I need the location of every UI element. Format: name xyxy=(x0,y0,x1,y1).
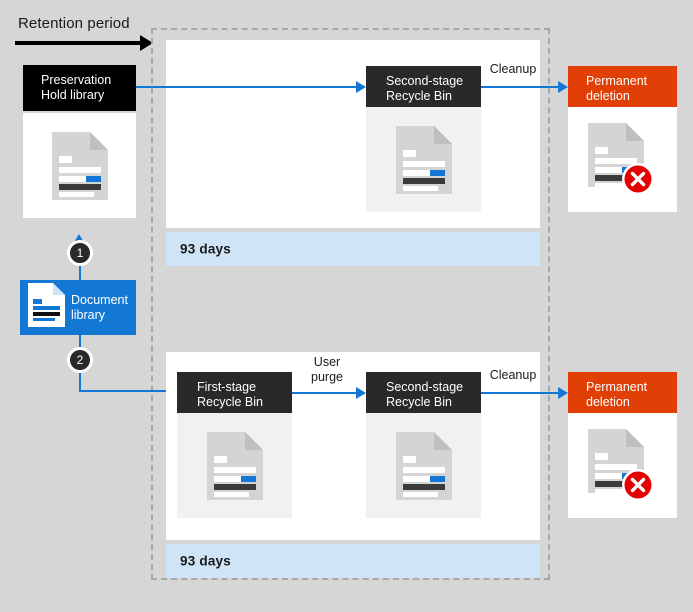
step-marker-2: 2 xyxy=(67,347,93,373)
top-flow-cleanup-arrow-head-icon xyxy=(558,81,568,93)
top-flow-inbound-arrow-line xyxy=(136,86,358,88)
top-flow-inbound-arrow-head-icon xyxy=(356,81,366,93)
permanent-deletion-bottom-body xyxy=(568,413,677,518)
document-icon xyxy=(395,125,452,194)
permanent-deletion-bottom-label: Permanent deletion xyxy=(586,380,648,409)
retention-period-boundary xyxy=(151,28,550,580)
bottom-flow-cleanup-label: Cleanup xyxy=(489,368,537,382)
permanent-deletion-bottom-header[interactable]: Permanent deletion xyxy=(568,372,677,413)
step-marker-2-number: 2 xyxy=(76,353,84,367)
preservation-hold-library-body xyxy=(23,113,136,218)
bottom-flow-user-purge-arrow-head-icon xyxy=(356,387,366,399)
retention-period-arrow-line xyxy=(15,41,143,45)
retention-period-arrow-head-icon xyxy=(140,35,153,51)
document-icon xyxy=(51,131,108,200)
top-flow-duration-label: 93 days xyxy=(180,241,231,257)
second-stage-recycle-bin-top-label: Second-stage Recycle Bin xyxy=(386,74,464,103)
bottom-flow-duration-bar: 93 days xyxy=(166,544,540,578)
top-flow-cleanup-label: Cleanup xyxy=(489,62,537,76)
permanent-deletion-top-header[interactable]: Permanent deletion xyxy=(568,66,677,107)
document-deleted-icon xyxy=(587,122,658,197)
step-marker-1-number: 1 xyxy=(76,246,84,260)
document-library-label: Document library xyxy=(71,292,128,322)
step-1-arrow-head-icon xyxy=(73,234,85,244)
permanent-deletion-top-body xyxy=(568,107,677,212)
first-stage-recycle-bin-label: First-stage Recycle Bin xyxy=(197,380,263,409)
bottom-flow-cleanup-arrow-line xyxy=(481,392,559,394)
preservation-hold-library-label: Preservation Hold library xyxy=(41,73,112,102)
bottom-flow-duration-label: 93 days xyxy=(180,553,231,569)
document-icon xyxy=(206,431,263,500)
bottom-flow-user-purge-arrow-line xyxy=(292,392,358,394)
second-stage-recycle-bin-bottom-body xyxy=(366,413,481,518)
step-marker-1: 1 xyxy=(67,240,93,266)
document-deleted-icon xyxy=(587,428,658,503)
document-icon xyxy=(395,431,452,500)
second-stage-recycle-bin-top-header[interactable]: Second-stage Recycle Bin xyxy=(366,66,481,107)
document-library-icon xyxy=(28,283,65,332)
bottom-flow-user-purge-label: User purge xyxy=(311,355,343,384)
step-2-arrow-horizontal xyxy=(79,390,167,392)
top-flow-duration-bar: 93 days xyxy=(166,232,540,266)
first-stage-recycle-bin-header[interactable]: First-stage Recycle Bin xyxy=(177,372,292,413)
second-stage-recycle-bin-top-body xyxy=(366,107,481,212)
first-stage-recycle-bin-body xyxy=(177,413,292,518)
preservation-hold-library-header[interactable]: Preservation Hold library xyxy=(23,65,136,111)
bottom-flow-cleanup-arrow-head-icon xyxy=(558,387,568,399)
top-flow-cleanup-arrow-line xyxy=(481,86,559,88)
second-stage-recycle-bin-bottom-label: Second-stage Recycle Bin xyxy=(386,380,464,409)
second-stage-recycle-bin-bottom-header[interactable]: Second-stage Recycle Bin xyxy=(366,372,481,413)
document-library-box[interactable]: Document library xyxy=(20,280,136,335)
permanent-deletion-top-label: Permanent deletion xyxy=(586,74,648,103)
retention-period-label: Retention period xyxy=(18,15,130,32)
